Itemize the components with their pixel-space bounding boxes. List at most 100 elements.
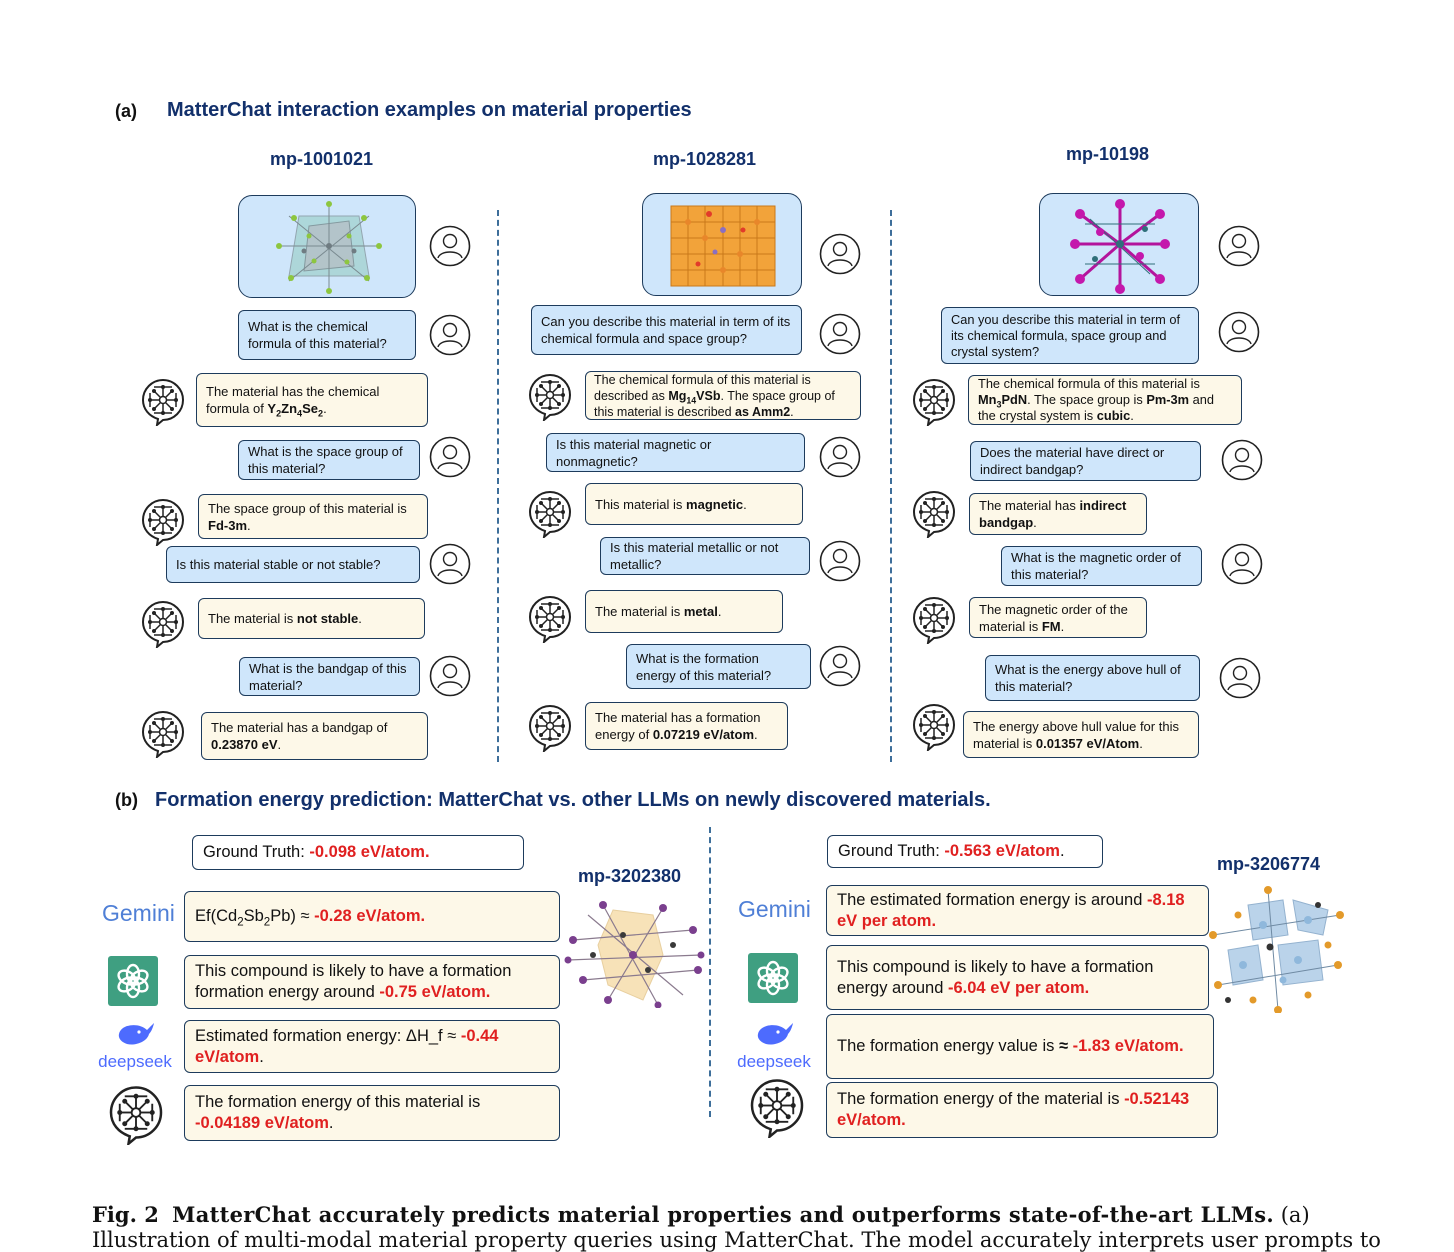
- text-segment: .: [1130, 408, 1134, 423]
- ground-truth-label: Ground Truth:: [838, 842, 945, 860]
- text-segment: .: [323, 401, 327, 416]
- bubble-text: The space group of this material is Fd-3…: [208, 500, 418, 534]
- text-segment: .: [717, 604, 722, 619]
- text-segment: Mg: [668, 388, 687, 403]
- text-segment: VSb: [696, 388, 721, 403]
- answer-bubble: The magnetic order of the material is FM…: [969, 597, 1147, 638]
- mp-id-right: mp-3206774: [1217, 854, 1321, 874]
- text-segment: The magnetic order of the material is: [979, 601, 1128, 634]
- deepseek-logo: deepseek: [90, 1020, 180, 1072]
- text-segment: .: [358, 611, 362, 626]
- question-bubble: Does the material have direct or indirec…: [970, 441, 1201, 481]
- text-segment: This compound is likely to have a format…: [195, 962, 512, 1001]
- text-segment: The material is: [595, 604, 684, 619]
- panel-a-label: (a): [115, 101, 137, 121]
- column-divider: [890, 210, 892, 762]
- text-segment: .: [1139, 735, 1143, 751]
- bubble-text: The material has the chemical formula of…: [206, 383, 418, 419]
- highlight-value: -0.04189 eV/atom: [195, 1114, 329, 1132]
- ground-truth-right: Ground Truth: -0.563 eV/atom.: [827, 835, 1103, 868]
- text-segment: .: [790, 404, 794, 419]
- text-segment: FM: [1041, 618, 1061, 634]
- text-segment: Sb: [243, 907, 264, 925]
- gemini-answer: Ef(Cd2Sb2Pb) ≈ -0.28 eV/atom.: [184, 891, 560, 942]
- text-segment: The chemical formula of this material is…: [594, 372, 811, 403]
- text-segment: .: [754, 727, 758, 742]
- text-segment: Ef(Cd: [195, 907, 238, 925]
- caption-bold-text: MatterChat accurately predicts material …: [172, 1202, 1275, 1227]
- text-segment: 0.01357 eV/Atom: [1035, 735, 1140, 751]
- answer-bubble: The material has the chemical formula of…: [196, 373, 428, 427]
- panel-b-label: (b): [115, 790, 138, 810]
- text-segment: and the crystal system is: [978, 392, 1214, 423]
- bubble-text: The formation energy of the material is …: [837, 1089, 1207, 1131]
- text-segment: 2: [237, 916, 244, 929]
- matterchat-bot-icon: [141, 710, 185, 763]
- text-segment: This compound is likely to have a format…: [837, 957, 1154, 997]
- crystal-structure-image: [642, 193, 802, 296]
- matterchat-bot-icon: [528, 373, 572, 426]
- deepseek-answer: Estimated formation energy: ΔH_f ≈ -0.44…: [184, 1020, 560, 1073]
- text-segment: . The space group of this material is de…: [594, 388, 835, 419]
- text-segment: .: [259, 1047, 264, 1066]
- text-segment: .: [328, 1114, 334, 1132]
- question-bubble: What is the magnetic order of this mater…: [1001, 546, 1202, 586]
- bubble-text: This compound is likely to have a format…: [195, 961, 549, 1003]
- text-segment: Se: [302, 401, 319, 416]
- question-bubble: Can you describe this material in term o…: [531, 305, 802, 355]
- text-segment: The material has a formation energy of: [595, 710, 761, 742]
- matterchat-bot-icon: [749, 1078, 805, 1143]
- text-segment: 3: [996, 399, 1002, 410]
- text-segment: The energy above hull value for this mat…: [973, 718, 1179, 751]
- user-icon: [1218, 225, 1260, 267]
- user-icon: [429, 655, 471, 697]
- bubble-text: Estimated formation energy: ΔH_f ≈ -0.44…: [195, 1026, 549, 1068]
- crystal-structure-image: [238, 195, 416, 298]
- text-segment: The chemical formula of this material is: [978, 376, 1200, 391]
- matterchat-bot-icon: [528, 490, 572, 543]
- question-bubble: Is this material magnetic or nonmagnetic…: [546, 433, 805, 472]
- bubble-text: The material is metal.: [595, 603, 721, 620]
- ground-truth-value: -0.098 eV/atom.: [309, 843, 430, 861]
- text-segment: 2: [276, 408, 282, 419]
- text-segment: The formation energy of this material is: [195, 1093, 481, 1111]
- text-segment: The formation energy of the material is: [837, 1090, 1125, 1108]
- text-segment: PdN: [1001, 392, 1028, 407]
- text-segment: .: [247, 517, 251, 533]
- matterchat-bot-icon: [141, 378, 185, 431]
- matterchat-bot-icon: [912, 596, 956, 649]
- answer-bubble: The material is not stable.: [198, 598, 425, 639]
- bubble-text: The chemical formula of this material is…: [978, 376, 1232, 424]
- crystal-structure-image: [1039, 193, 1199, 296]
- text-segment: The formation energy value is: [837, 1037, 1059, 1055]
- text-segment: 14: [686, 395, 697, 405]
- text-segment: Pm-3m: [1146, 392, 1190, 407]
- chatgpt-logo: [748, 953, 798, 1003]
- bubble-text: The formation energy of this material is…: [195, 1092, 549, 1134]
- text-segment: Pb) ≈: [270, 907, 315, 925]
- highlight-value: -0.28 eV/atom.: [314, 907, 426, 925]
- ground-truth-left: Ground Truth: -0.098 eV/atom.: [192, 835, 524, 870]
- text-segment: magnetic: [686, 496, 744, 512]
- text-segment: The material has a bandgap of: [211, 720, 388, 735]
- text-segment: The material has: [979, 498, 1080, 513]
- answer-bubble: The chemical formula of this material is…: [968, 375, 1242, 425]
- text-segment: ≈: [1058, 1037, 1073, 1055]
- figure-caption-line2: Illustration of multi-modal material pro…: [92, 1228, 1381, 1252]
- question-bubble: What is the energy above hull of this ma…: [985, 655, 1200, 701]
- mp-id-col2: mp-1028281: [653, 149, 757, 169]
- bubble-text: The material has a bandgap of 0.23870 eV…: [211, 719, 418, 753]
- matterchat-bot-icon: [912, 703, 956, 756]
- user-icon: [429, 543, 471, 585]
- question-bubble: Can you describe this material in term o…: [941, 307, 1199, 364]
- answer-bubble: The material has a bandgap of 0.23870 eV…: [201, 712, 428, 760]
- text-segment: Mn: [978, 392, 997, 407]
- question-bubble: What is the chemical formula of this mat…: [238, 310, 416, 360]
- highlight-value: -0.52143 eV/atom.: [837, 1090, 1190, 1129]
- gemini-answer: The estimated formation energy is around…: [826, 885, 1209, 936]
- answer-bubble: The material has a formation energy of 0…: [585, 702, 788, 750]
- text-segment: .: [743, 496, 747, 512]
- user-icon: [429, 225, 471, 267]
- bubble-text: The magnetic order of the material is FM…: [979, 601, 1137, 635]
- matterchat-bot-icon: [108, 1085, 164, 1150]
